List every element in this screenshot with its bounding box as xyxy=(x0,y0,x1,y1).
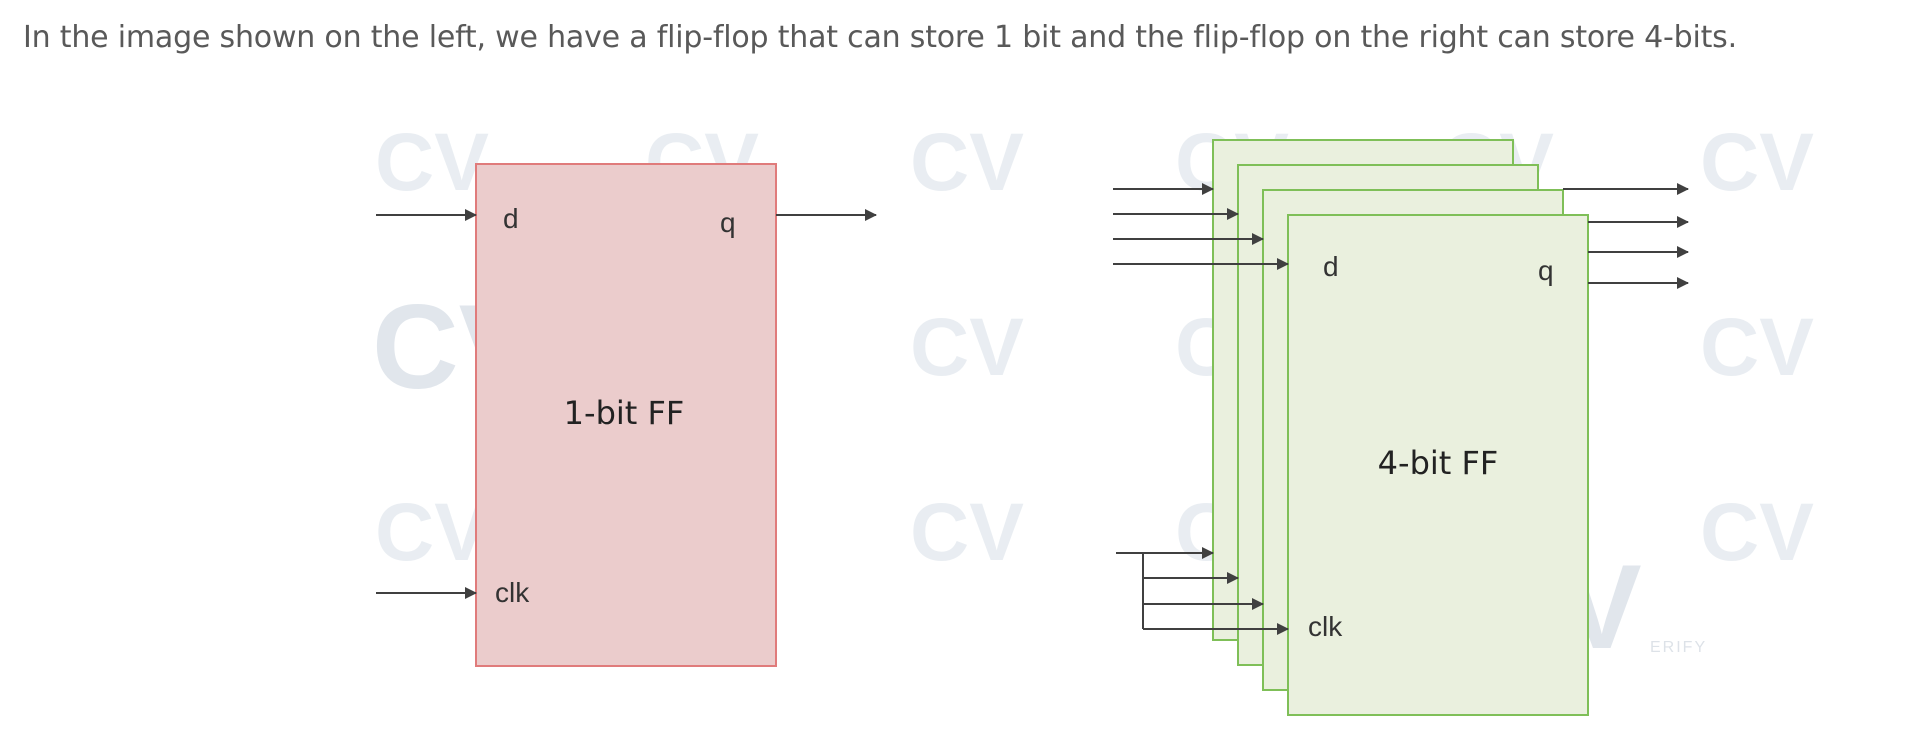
clk-label: clk xyxy=(1308,611,1343,642)
watermark-logo-text: CV xyxy=(1700,117,1814,208)
watermark-logo-text: CV xyxy=(910,302,1024,393)
four-bit-ff-title: 4-bit FF xyxy=(1378,444,1499,482)
watermark-logo-text: CV xyxy=(910,117,1024,208)
watermark-suffix-text: ERIFY xyxy=(1650,639,1707,656)
watermark-logo-text: CV xyxy=(375,487,489,578)
q-label: q xyxy=(1538,255,1554,286)
one-bit-flip-flop: d q clk 1-bit FF xyxy=(376,163,877,667)
one-bit-ff-title: 1-bit FF xyxy=(564,394,685,432)
d-label: d xyxy=(1323,251,1339,282)
four-bit-flip-flop: d q clk 4-bit FF xyxy=(1113,139,1689,716)
caption-text: In the image shown on the left, we have … xyxy=(23,20,1737,55)
watermark-logo-text: CV xyxy=(375,117,489,208)
watermark-logo-text: CV xyxy=(1700,487,1814,578)
q-label: q xyxy=(720,207,736,238)
four-bit-ff-box xyxy=(1287,214,1589,716)
watermark-logo-text: CV xyxy=(910,487,1024,578)
clk-label: clk xyxy=(495,577,530,608)
one-bit-ff-box xyxy=(475,163,777,667)
d-label: d xyxy=(503,203,519,234)
watermark-logo-text: CV xyxy=(1700,302,1814,393)
